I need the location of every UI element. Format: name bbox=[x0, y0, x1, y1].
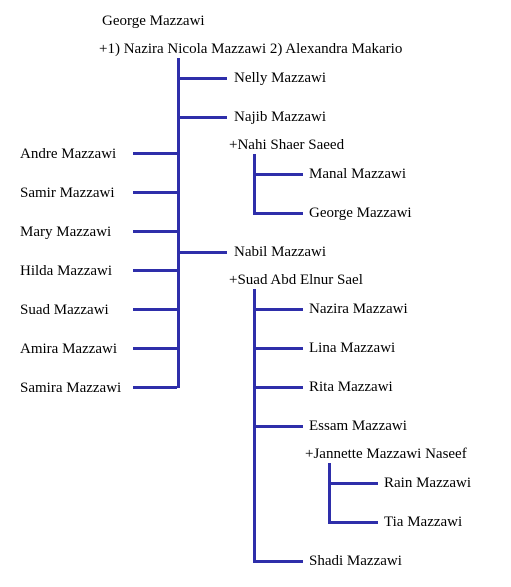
spouse-nabil: +Suad Abd Elnur Sael bbox=[229, 272, 363, 288]
nabil-branch-line bbox=[253, 289, 256, 563]
connector-manal bbox=[256, 173, 303, 176]
connector-samira bbox=[133, 386, 177, 389]
greatgrandchild-rain: Rain Mazzawi bbox=[384, 475, 472, 491]
child-najib: Najib Mazzawi bbox=[234, 109, 327, 125]
child-nabil: Nabil Mazzawi bbox=[234, 244, 327, 260]
najib-branch-line bbox=[253, 154, 256, 215]
spouse-najib: +Nahi Shaer Saeed bbox=[229, 137, 345, 153]
essam-branch-line bbox=[328, 463, 331, 524]
connector-suad bbox=[133, 308, 177, 311]
connector-najib bbox=[180, 116, 227, 119]
connector-rain bbox=[331, 482, 378, 485]
connector-essam bbox=[256, 425, 303, 428]
connector-rita bbox=[256, 386, 303, 389]
grandchild-george: George Mazzawi bbox=[309, 205, 412, 221]
greatgrandchild-tia: Tia Mazzawi bbox=[384, 514, 463, 530]
child-amira: Amira Mazzawi bbox=[20, 341, 118, 357]
connector-lina bbox=[256, 347, 303, 350]
connector-andre bbox=[133, 152, 177, 155]
child-samira: Samira Mazzawi bbox=[20, 380, 122, 396]
grandchild-manal: Manal Mazzawi bbox=[309, 166, 407, 182]
connector-george-jr bbox=[256, 212, 303, 215]
grandchild-rita: Rita Mazzawi bbox=[309, 379, 393, 395]
connector-shadi bbox=[256, 560, 303, 563]
connector-tia bbox=[331, 521, 378, 524]
connector-mary bbox=[133, 230, 177, 233]
connector-nazira bbox=[256, 308, 303, 311]
root-spouses: +1) Nazira Nicola Mazzawi 2) Alexandra M… bbox=[99, 41, 403, 57]
child-samir: Samir Mazzawi bbox=[20, 185, 115, 201]
spouse-essam: +Jannette Mazzawi Naseef bbox=[305, 446, 467, 462]
connector-hilda bbox=[133, 269, 177, 272]
connector-amira bbox=[133, 347, 177, 350]
grandchild-lina: Lina Mazzawi bbox=[309, 340, 396, 356]
root-name: George Mazzawi bbox=[102, 13, 205, 29]
connector-nelly bbox=[180, 77, 227, 80]
grandchild-shadi: Shadi Mazzawi bbox=[309, 553, 402, 569]
grandchild-essam: Essam Mazzawi bbox=[309, 418, 407, 434]
main-trunk-line bbox=[177, 58, 180, 388]
connector-samir bbox=[133, 191, 177, 194]
connector-nabil bbox=[180, 251, 227, 254]
child-suad: Suad Mazzawi bbox=[20, 302, 109, 318]
child-nelly: Nelly Mazzawi bbox=[234, 70, 327, 86]
child-hilda: Hilda Mazzawi bbox=[20, 263, 113, 279]
child-mary: Mary Mazzawi bbox=[20, 224, 112, 240]
child-andre: Andre Mazzawi bbox=[20, 146, 117, 162]
grandchild-nazira: Nazira Mazzawi bbox=[309, 301, 408, 317]
